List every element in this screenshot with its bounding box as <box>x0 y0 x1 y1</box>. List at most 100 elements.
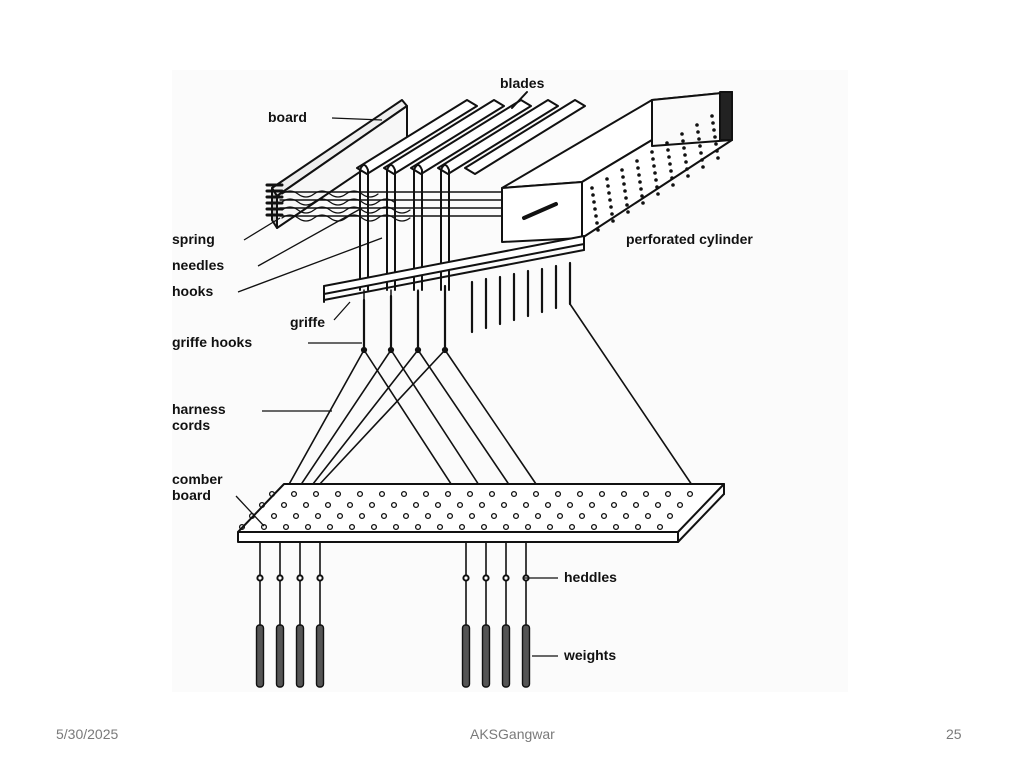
comber-hole <box>480 523 488 531</box>
label-board: board <box>268 109 307 125</box>
comber-hole <box>314 512 322 520</box>
comber-hole <box>414 523 422 531</box>
comber-hole <box>622 512 630 520</box>
comber-hole <box>402 512 410 520</box>
cylinder-hole <box>700 158 704 162</box>
heddle-eye <box>296 574 304 582</box>
cylinder-hole <box>605 177 609 181</box>
cylinder-hole <box>670 176 674 180</box>
comber-hole <box>380 512 388 520</box>
comber-hole <box>556 512 564 520</box>
cylinder-hole <box>636 166 640 170</box>
label-needles: needles <box>172 257 224 273</box>
comber-hole <box>468 512 476 520</box>
cylinder-hole <box>609 205 613 209</box>
comber-hole <box>522 501 530 509</box>
label-hooks: hooks <box>172 283 213 299</box>
comber-hole <box>590 523 598 531</box>
weight <box>501 624 511 688</box>
comber-hole <box>302 501 310 509</box>
comber-hole <box>664 490 672 498</box>
cylinder-hole <box>653 171 657 175</box>
board-part <box>265 99 411 229</box>
comber-hole <box>510 490 518 498</box>
comber-hole <box>290 490 298 498</box>
comber-hole <box>500 501 508 509</box>
griffe-part <box>323 235 585 303</box>
comber-hole <box>444 490 452 498</box>
label-perforated-cylinder: perforated cylinder <box>626 231 753 247</box>
cylinder-hole <box>712 128 716 132</box>
label-harness-line2: cords <box>172 417 210 433</box>
heddle-eye <box>462 574 470 582</box>
heddle-eye <box>482 574 490 582</box>
jacquard-diagram: blades board spring needles hooks perfor… <box>172 75 753 688</box>
cylinder-hole <box>591 193 595 197</box>
cylinder-hole <box>610 212 614 216</box>
cylinder-hole <box>592 200 596 204</box>
cylinder-hole <box>671 183 675 187</box>
cylinder-hole <box>621 175 625 179</box>
cylinder-hole <box>638 180 642 184</box>
comber-hole <box>348 523 356 531</box>
cylinder-hole <box>624 196 628 200</box>
label-harness-line1: harness <box>172 401 226 417</box>
cylinder-hole <box>684 160 688 164</box>
comber-hole <box>654 501 662 509</box>
comber-hole <box>656 523 664 531</box>
comber-hole <box>642 490 650 498</box>
comber-hole <box>478 501 486 509</box>
weight <box>315 624 325 688</box>
comber-hole <box>524 523 532 531</box>
label-griffe: griffe <box>290 314 325 330</box>
cylinder-hole <box>590 186 594 190</box>
comber-hole <box>368 501 376 509</box>
comber-hole <box>436 523 444 531</box>
comber-hole <box>258 501 266 509</box>
comber-hole <box>598 490 606 498</box>
label-griffe-hooks: griffe hooks <box>172 334 252 350</box>
cylinder-hole <box>669 169 673 173</box>
cylinder-hole <box>641 201 645 205</box>
cylinder-hole <box>666 148 670 152</box>
cylinder-hole <box>699 151 703 155</box>
label-comber-line1: comber <box>172 471 223 487</box>
cylinder-hole <box>695 123 699 127</box>
cylinder-hole <box>596 228 600 232</box>
cylinder-hole <box>682 146 686 150</box>
comber-hole <box>424 512 432 520</box>
heddle-eye <box>502 574 510 582</box>
label-comber-line2: board <box>172 487 211 503</box>
jacquard-mechanism-figure: blades board spring needles hooks perfor… <box>172 70 848 692</box>
cylinder-hole <box>635 159 639 163</box>
cylinder-hole <box>622 182 626 186</box>
comber-hole <box>392 523 400 531</box>
cylinder-hole <box>593 207 597 211</box>
perforated-cylinder-part <box>501 91 733 243</box>
weight <box>255 624 265 688</box>
footer-date: 5/30/2025 <box>56 726 119 742</box>
comber-hole <box>490 512 498 520</box>
comber-hole <box>358 512 366 520</box>
comber-hole <box>434 501 442 509</box>
comber-hole <box>336 512 344 520</box>
cylinder-hole <box>680 132 684 136</box>
cylinder-hole <box>714 142 718 146</box>
comber-hole <box>534 512 542 520</box>
comber-hole <box>632 501 640 509</box>
comber-hole <box>644 512 652 520</box>
needles-part <box>279 191 533 217</box>
comber-hole <box>634 523 642 531</box>
weight <box>275 624 285 688</box>
comber-hole <box>312 490 320 498</box>
comber-hole <box>270 512 278 520</box>
comber-hole <box>390 501 398 509</box>
cylinder-hole <box>606 184 610 188</box>
comber-hole <box>544 501 552 509</box>
cylinder-hole <box>697 137 701 141</box>
cylinder-hole <box>701 165 705 169</box>
cylinder-hole <box>698 144 702 148</box>
weight <box>295 624 305 688</box>
cylinder-hole <box>652 164 656 168</box>
